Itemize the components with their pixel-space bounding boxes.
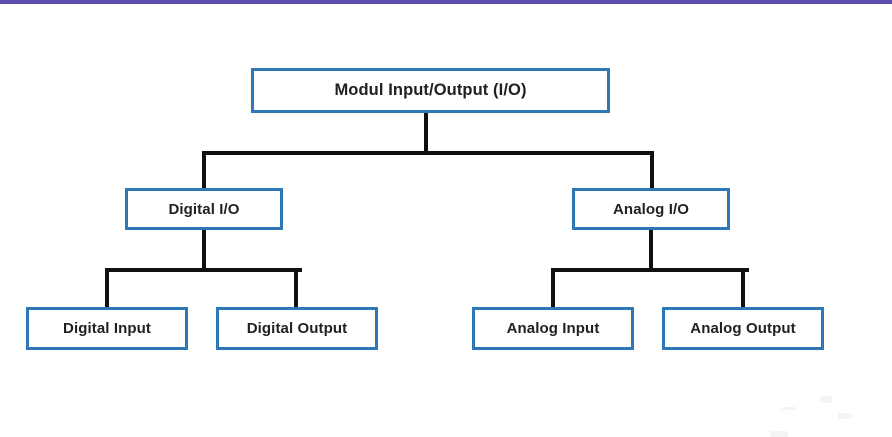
node-label: Analog I/O (613, 200, 689, 218)
node-label: Modul Input/Output (I/O) (334, 81, 527, 99)
connector-to-analog-input (551, 268, 555, 310)
io-module-tree-diagram: Modul Input/Output (I/O) Digital I/O Ana… (0, 4, 892, 437)
connector-to-digital-input (105, 268, 109, 310)
background-artifact (770, 431, 788, 437)
node-digital-input[interactable]: Digital Input (26, 307, 188, 350)
node-label: Analog Output (690, 320, 796, 337)
connector-to-analog-io (650, 151, 654, 191)
connector-level1-bus (202, 151, 654, 155)
node-analog-output[interactable]: Analog Output (662, 307, 824, 350)
node-digital-io[interactable]: Digital I/O (125, 188, 283, 230)
node-label: Digital Output (246, 320, 348, 337)
background-artifact (782, 407, 796, 410)
connector-analog-bus (551, 268, 749, 272)
connector-to-digital-output (294, 268, 298, 310)
background-artifact (838, 413, 852, 419)
connector-digital-stem (202, 230, 206, 270)
connector-analog-stem (649, 230, 653, 270)
background-artifact (820, 396, 832, 403)
node-label: Digital I/O (168, 200, 240, 218)
top-accent-bar (0, 0, 892, 4)
connector-to-analog-output (741, 268, 745, 310)
node-label: Analog Input (506, 320, 600, 337)
connector-root-stem (424, 113, 428, 155)
node-digital-output[interactable]: Digital Output (216, 307, 378, 350)
node-modul-input-output[interactable]: Modul Input/Output (I/O) (251, 68, 610, 113)
node-analog-input[interactable]: Analog Input (472, 307, 634, 350)
connector-digital-bus (105, 268, 302, 272)
node-label: Digital Input (63, 320, 151, 337)
connector-to-digital-io (202, 151, 206, 191)
node-analog-io[interactable]: Analog I/O (572, 188, 730, 230)
